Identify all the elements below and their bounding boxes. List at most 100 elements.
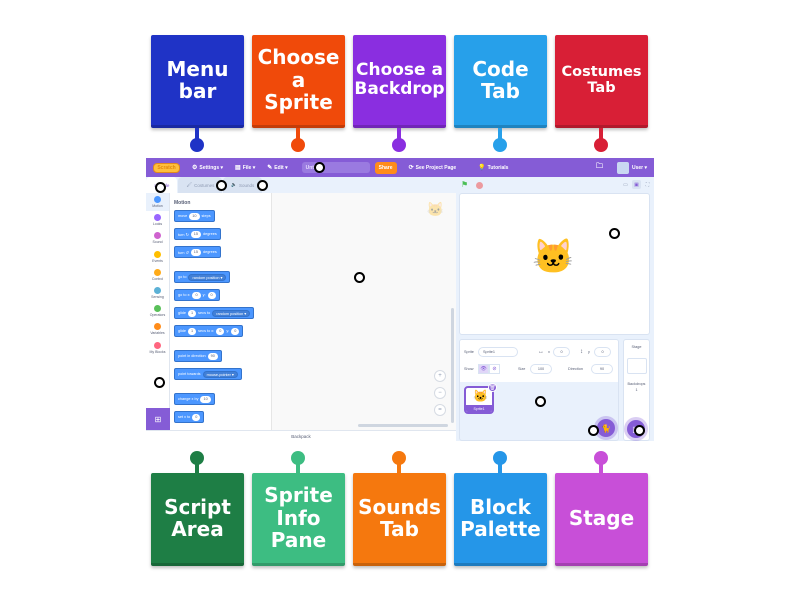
block-input[interactable]: 1 <box>188 309 197 317</box>
script-horizontal-scrollbar[interactable] <box>358 424 448 427</box>
category-events[interactable]: Events <box>146 248 169 266</box>
block-point-towards[interactable]: point towards mouse-pointer ▾ <box>174 368 242 380</box>
backpack[interactable]: Backpack <box>146 430 456 441</box>
user-menu[interactable]: User ▾ <box>631 164 647 171</box>
hotspot-marker[interactable] <box>314 162 325 173</box>
hotspot-marker[interactable] <box>216 180 227 191</box>
block-input[interactable]: 1 <box>188 327 197 335</box>
top-label-card[interactable]: Choose a Backdrop <box>353 35 446 128</box>
hotspot-marker[interactable] <box>588 425 599 436</box>
zoom-out-button[interactable]: − <box>434 387 446 399</box>
script-area[interactable]: 🐱 + − = <box>271 193 456 430</box>
sprite-list-item[interactable]: 🐱 Sprite1 <box>464 386 494 414</box>
category-looks[interactable]: Looks <box>146 211 169 229</box>
sprite-name-input[interactable]: Sprite1 <box>478 347 518 357</box>
top-label-card[interactable]: Menu bar <box>151 35 244 128</box>
block-input[interactable]: 10 <box>189 212 200 220</box>
avatar[interactable] <box>616 161 629 174</box>
top-label-card[interactable]: Code Tab <box>454 35 547 128</box>
stop-icon[interactable] <box>476 182 483 189</box>
category-sound[interactable]: Sound <box>146 229 169 247</box>
block-dropdown[interactable]: mouse-pointer ▾ <box>202 370 238 378</box>
my-stuff-folder-icon[interactable]: 🗀 <box>595 163 603 170</box>
green-flag-icon[interactable]: ⚑ <box>461 180 469 189</box>
edit-menu[interactable]: ✎ Edit ▾ <box>267 164 287 172</box>
bottom-label-card[interactable]: Block Palette <box>454 473 547 566</box>
size-input[interactable]: 100 <box>530 364 552 374</box>
scratch-logo[interactable]: Scratch <box>153 162 180 173</box>
sprite-cat-icon[interactable]: 🐱 <box>532 238 575 276</box>
hotspot-marker[interactable] <box>354 272 365 283</box>
category-variables[interactable]: Variables <box>146 320 169 338</box>
bottom-label-card[interactable]: Sprite Info Pane <box>252 473 345 566</box>
block-set-x[interactable]: set x to 0 <box>174 411 205 423</box>
block-input[interactable]: 0 <box>192 291 201 299</box>
block-text: glide <box>178 329 187 333</box>
hotspot-marker[interactable] <box>609 228 620 239</box>
block-turn-left[interactable]: turn ↺ 15 degrees <box>174 246 221 258</box>
large-stage-icon[interactable]: ▣ <box>632 180 641 189</box>
show-visible-toggle[interactable]: 👁 <box>478 364 489 374</box>
bottom-label-card[interactable]: Sounds Tab <box>353 473 446 566</box>
x-input[interactable]: 0 <box>553 347 570 357</box>
block-input[interactable]: 0 <box>207 291 216 299</box>
block-dropdown[interactable]: random position ▾ <box>212 309 251 317</box>
delete-sprite-button[interactable]: 🗑 <box>488 383 497 392</box>
block-move-steps[interactable]: move 10 steps <box>174 210 215 222</box>
label-text: Stage <box>568 505 635 530</box>
stage[interactable]: 🐱 <box>459 193 650 335</box>
block-input[interactable]: 15 <box>190 230 202 238</box>
choose-sprite-button[interactable]: 🐈 <box>597 419 615 437</box>
see-project-page-button[interactable]: ⟳ See Project Page <box>409 164 457 172</box>
show-hidden-toggle[interactable]: ⊘ <box>489 364 500 374</box>
block-text: degrees <box>203 250 217 254</box>
hotspot-marker[interactable] <box>257 180 268 191</box>
hotspot-marker[interactable] <box>155 182 166 193</box>
block-go-to-xy[interactable]: go to x: 0 y: 0 <box>174 289 220 301</box>
direction-input[interactable]: 90 <box>591 364 613 374</box>
bottom-label-card[interactable]: Stage <box>555 473 648 566</box>
add-extension-button[interactable]: ⊞ <box>146 408 170 430</box>
block-input[interactable]: 0 <box>192 413 201 421</box>
block-go-to[interactable]: go to random position ▾ <box>174 271 231 283</box>
top-label-card[interactable]: Choose a Sprite <box>252 35 345 128</box>
zoom-reset-button[interactable]: = <box>434 404 446 416</box>
block-input[interactable]: 90 <box>207 352 218 360</box>
block-turn-right[interactable]: turn ↻ 15 degrees <box>174 228 221 240</box>
small-stage-icon[interactable]: ▭ <box>623 181 628 188</box>
block-dropdown[interactable]: random position ▾ <box>188 273 227 281</box>
block-input[interactable]: 0 <box>231 327 240 335</box>
tab-sounds[interactable]: 🔈 Sounds <box>223 177 263 193</box>
label-pin-stem <box>296 128 300 142</box>
fullscreen-icon[interactable]: ⛶ <box>645 181 650 188</box>
label-pin-stem <box>498 461 502 475</box>
tutorials-label: Tutorials <box>487 164 509 171</box>
y-input[interactable]: 0 <box>594 347 611 357</box>
bottom-label-card[interactable]: Script Area <box>151 473 244 566</box>
tab-costumes[interactable]: 🖌 Costumes <box>178 177 223 193</box>
project-title-input[interactable]: Untitled <box>301 162 370 173</box>
hotspot-marker[interactable] <box>634 425 645 436</box>
category-sensing[interactable]: Sensing <box>146 284 169 302</box>
hotspot-marker[interactable] <box>154 377 165 388</box>
block-glide-xy[interactable]: glide 1 secs to x: 0 y: 0 <box>174 325 244 337</box>
top-label-card[interactable]: Costumes Tab <box>555 35 648 128</box>
tutorials-button[interactable]: 💡 Tutorials <box>478 164 509 172</box>
block-text: y: <box>202 293 206 297</box>
block-input[interactable]: 10 <box>200 395 211 403</box>
block-change-x[interactable]: change x by 10 <box>174 393 215 405</box>
settings-menu[interactable]: ⚙ Settings ▾ <box>192 164 223 172</box>
category-motion[interactable]: Motion <box>146 193 169 212</box>
file-menu[interactable]: ▤ File ▾ <box>235 164 255 172</box>
category-operators[interactable]: Operators <box>146 302 169 320</box>
hotspot-marker[interactable] <box>535 396 546 407</box>
script-vertical-scrollbar[interactable] <box>451 308 454 423</box>
block-input[interactable]: 0 <box>216 327 225 335</box>
category-my-blocks[interactable]: My Blocks <box>146 339 169 357</box>
block-input[interactable]: 15 <box>190 248 202 256</box>
block-glide-to[interactable]: glide 1 secs to random position ▾ <box>174 307 255 319</box>
share-button[interactable]: Share <box>374 161 397 174</box>
block-point-direction[interactable]: point in direction 90 <box>174 350 222 362</box>
zoom-in-button[interactable]: + <box>434 370 446 382</box>
category-control[interactable]: Control <box>146 266 169 284</box>
